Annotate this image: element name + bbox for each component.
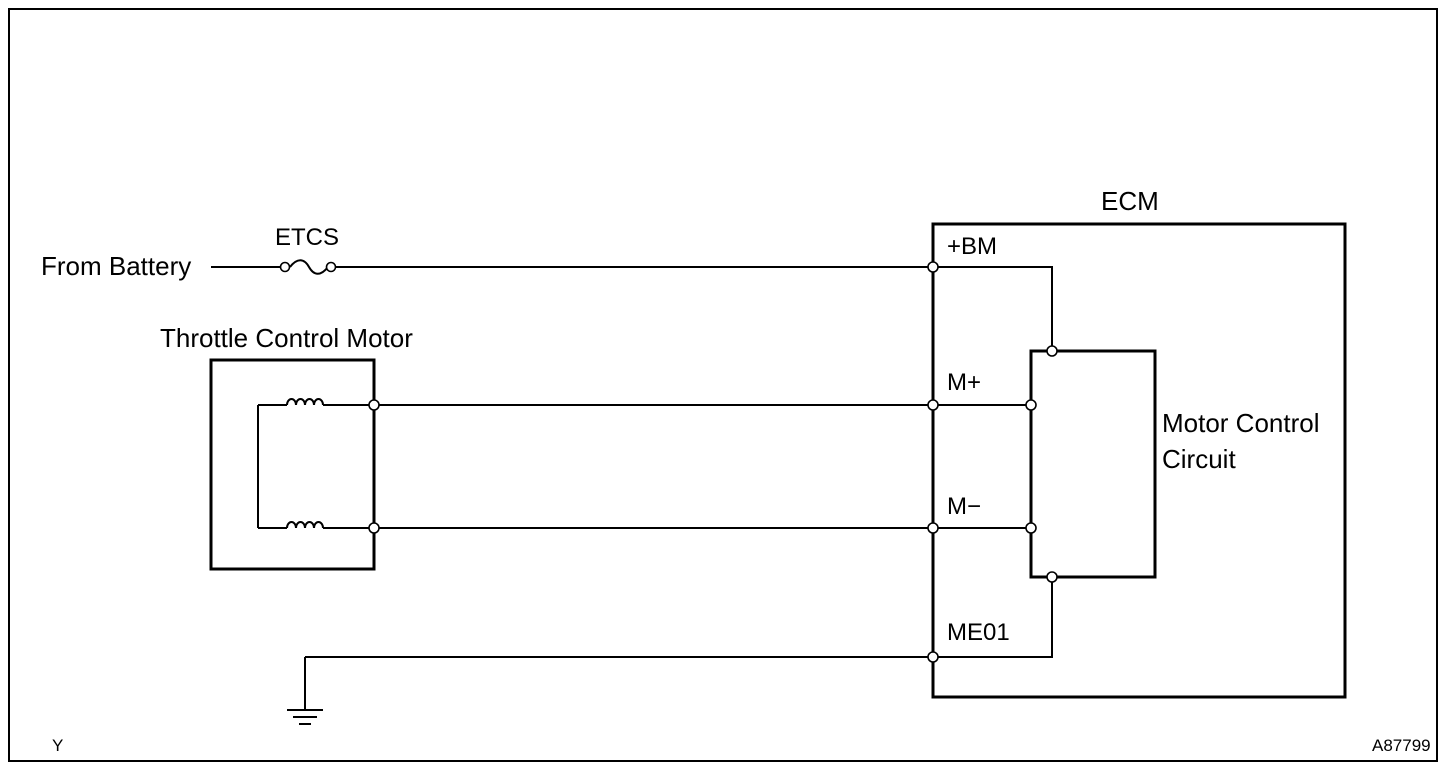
diagram-frame [8, 8, 1438, 762]
ecm-terminal-m-minus [927, 522, 939, 534]
circuit-terminal-bottom [1046, 571, 1058, 583]
circuit-terminal-m-minus [1025, 522, 1037, 534]
circuit-terminal-top [1046, 345, 1058, 357]
motor-terminal-lower [368, 522, 380, 534]
throttle-control-motor-label: Throttle Control Motor [160, 323, 413, 353]
ecm-box [931, 222, 1347, 699]
corner-mark-left: Y [52, 736, 63, 755]
ecm-internal-wiring [938, 266, 1053, 658]
throttle-control-motor-box [209, 358, 376, 571]
pin-m-plus-label: M+ [947, 369, 981, 396]
pin-bm-label: +BM [947, 233, 997, 260]
pin-m-minus-label: M− [947, 493, 981, 520]
etcs-fuse [279, 259, 337, 275]
etcs-fuse-label: ETCS [275, 224, 339, 251]
motor-control-circuit-label-line2: Circuit [1162, 444, 1236, 474]
motor-control-circuit-label-line1: Motor Control [1162, 408, 1320, 438]
circuit-terminal-m-plus [1025, 399, 1037, 411]
motor-coil-upper-icon [286, 398, 324, 406]
ecm-terminal-bm [927, 261, 939, 273]
from-battery-label: From Battery [41, 251, 191, 281]
ecm-label: ECM [1101, 186, 1159, 216]
figure-code: A87799 [1372, 736, 1431, 755]
pin-me01-label: ME01 [947, 619, 1010, 646]
ecm-terminal-m-plus [927, 399, 939, 411]
ecm-terminal-me01 [927, 651, 939, 663]
motor-terminal-upper [368, 399, 380, 411]
ground-icon [287, 709, 323, 725]
motor-internal-wiring [257, 404, 369, 529]
motor-control-circuit-box [1029, 349, 1157, 579]
motor-coil-lower-icon [286, 521, 324, 529]
